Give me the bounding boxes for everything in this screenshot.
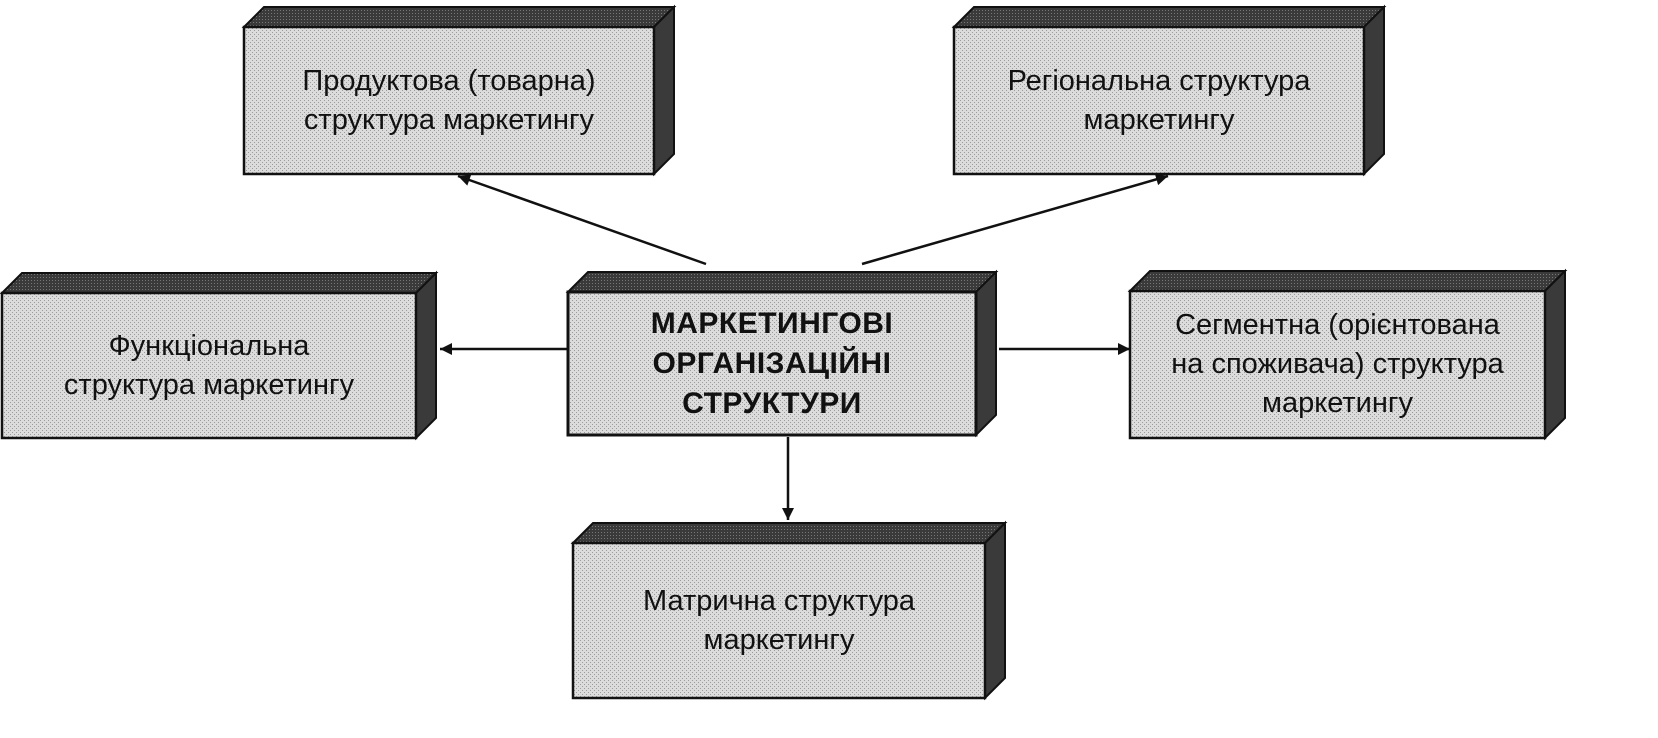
arrow-center-to-regional (861, 173, 1169, 266)
node-product-side-face (653, 4, 675, 177)
node-product-top-face (241, 6, 677, 28)
node-segment-front-face (1128, 289, 1547, 440)
node-functional-top-face (0, 272, 439, 294)
node-functional-side-face (415, 270, 437, 441)
node-regional-front-face (952, 25, 1366, 176)
boxes-layer (0, 4, 1568, 701)
node-segment-label: Сегментна (орієнтована на споживача) стр… (1171, 309, 1504, 419)
arrow-center-to-product (457, 174, 707, 266)
node-regional-side-face (1363, 4, 1385, 177)
node-matrix-top-face (570, 522, 1008, 544)
node-regional-label: Регіональна структура маркетингу (1007, 64, 1311, 136)
node-center (565, 269, 999, 438)
node-functional (0, 270, 439, 441)
node-matrix-label: Матрична структура маркетингу (642, 584, 916, 656)
node-matrix-front-face (571, 541, 987, 700)
node-product-label: Продуктова (товарна) структура маркетинг… (302, 64, 596, 136)
node-center-top-face (565, 271, 999, 293)
node-functional-front-face (0, 291, 418, 440)
node-regional-top-face (951, 6, 1387, 28)
node-segment-top-face (1127, 270, 1568, 292)
node-center-label: МАРКЕТИНГОВІ ОРГАНІЗАЦІЙНІ СТРУКТУРИ (650, 306, 894, 420)
edges-layer (440, 173, 1169, 520)
node-segment (1127, 268, 1568, 441)
node-functional-label: Функціональна структура маркетингу (63, 329, 355, 401)
node-matrix-side-face (984, 520, 1006, 701)
node-product-front-face (242, 25, 656, 176)
node-center-side-face (975, 269, 997, 438)
node-segment-side-face (1544, 268, 1566, 441)
node-regional (951, 4, 1387, 177)
node-center-front-face (566, 290, 978, 437)
node-matrix (570, 520, 1008, 701)
node-product (241, 4, 677, 177)
